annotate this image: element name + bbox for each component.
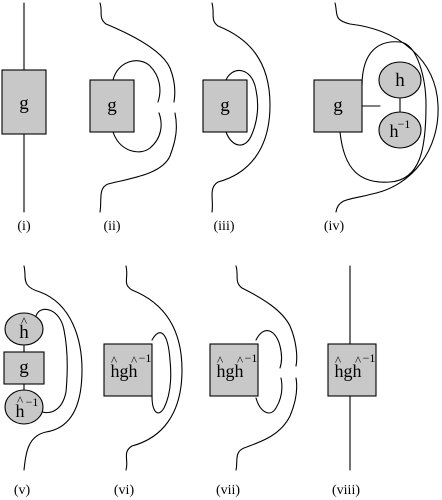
h-inverse-base: h bbox=[390, 121, 399, 141]
outer-wire-lower bbox=[99, 112, 177, 213]
panel-viii: hgh ^ ^ −1 bbox=[327, 265, 377, 471]
inner-wire-upper bbox=[255, 330, 283, 369]
outer-wire bbox=[23, 265, 83, 471]
panel-label-iii: (iii) bbox=[214, 219, 235, 234]
g-label: g bbox=[220, 95, 230, 116]
h-blob bbox=[378, 61, 422, 99]
h-hat-inverse-exponent: −1 bbox=[26, 395, 39, 409]
panel-v: h ^ g h ^ −1 bbox=[3, 265, 83, 471]
hghinv-hat-first: ^ bbox=[217, 353, 223, 368]
g-box bbox=[202, 79, 248, 133]
hghinv-hat-last: ^ bbox=[131, 353, 137, 368]
inner-wire bbox=[225, 70, 259, 146]
h-inverse-blob bbox=[378, 111, 422, 149]
hghinv-hat-first: ^ bbox=[335, 353, 341, 368]
panel-vii: hgh ^ ^ −1 bbox=[209, 265, 298, 471]
h-hat-accent: ^ bbox=[21, 314, 27, 329]
inner-wire-lower bbox=[255, 377, 283, 414]
hghinv-hat-first: ^ bbox=[111, 353, 117, 368]
panel-iii: g bbox=[202, 2, 271, 213]
g-box bbox=[89, 79, 135, 133]
h-hat-inverse-base: h bbox=[16, 401, 25, 421]
hghinv-exponent: −1 bbox=[363, 351, 376, 365]
hghinv-base: hgh bbox=[111, 361, 138, 381]
inner-wire-upper bbox=[112, 60, 161, 103]
inner-wire bbox=[339, 41, 427, 183]
outer-wire bbox=[125, 265, 183, 471]
panel-iv: g h h −1 bbox=[313, 2, 439, 213]
panel-ii: g bbox=[89, 2, 177, 213]
g-label: g bbox=[107, 95, 117, 116]
g-box bbox=[313, 79, 363, 133]
panel-vi: hgh ^ ^ −1 bbox=[103, 265, 183, 471]
hghinv-exponent: −1 bbox=[139, 351, 152, 365]
panel-label-iv: (iv) bbox=[324, 219, 345, 234]
panel-label-ii: (ii) bbox=[103, 219, 120, 234]
hghinv-exponent: −1 bbox=[245, 351, 258, 365]
hghinv-box bbox=[327, 343, 377, 397]
h-inverse-exponent: −1 bbox=[398, 117, 411, 131]
panel-label-viii: (viii) bbox=[332, 483, 360, 498]
g-label: g bbox=[19, 93, 29, 114]
h-hat-base: h bbox=[19, 322, 29, 343]
hghinv-box bbox=[209, 343, 259, 397]
g-box bbox=[3, 351, 45, 385]
hghinv-base: hgh bbox=[335, 361, 362, 381]
hghinv-base: hgh bbox=[217, 361, 244, 381]
panel-i: g bbox=[1, 2, 47, 213]
outer-wire bbox=[334, 2, 439, 213]
panel-label-vi: (vi) bbox=[114, 483, 135, 498]
outer-wire-upper bbox=[99, 2, 176, 103]
panel-label-v: (v) bbox=[14, 483, 31, 498]
h-hat-blob bbox=[4, 312, 44, 346]
hghinv-hat-last: ^ bbox=[355, 353, 361, 368]
inner-wire bbox=[151, 332, 172, 414]
h-hat-inverse-blob bbox=[4, 389, 44, 425]
hghinv-box bbox=[103, 343, 153, 397]
g-box bbox=[1, 69, 47, 135]
inner-wire-lower bbox=[112, 112, 162, 153]
panel-label-i: (i) bbox=[17, 219, 31, 234]
outer-wire bbox=[211, 2, 271, 213]
inner-wire bbox=[35, 308, 68, 414]
outer-wire-upper bbox=[235, 265, 298, 367]
h-hat-inverse-accent: ^ bbox=[17, 393, 23, 408]
h-label: h bbox=[395, 70, 405, 91]
g-label: g bbox=[333, 95, 343, 116]
outer-wire-lower bbox=[235, 377, 298, 471]
panel-label-vii: (vii) bbox=[216, 483, 240, 498]
hghinv-hat-last: ^ bbox=[237, 353, 243, 368]
g-label: g bbox=[19, 357, 29, 378]
